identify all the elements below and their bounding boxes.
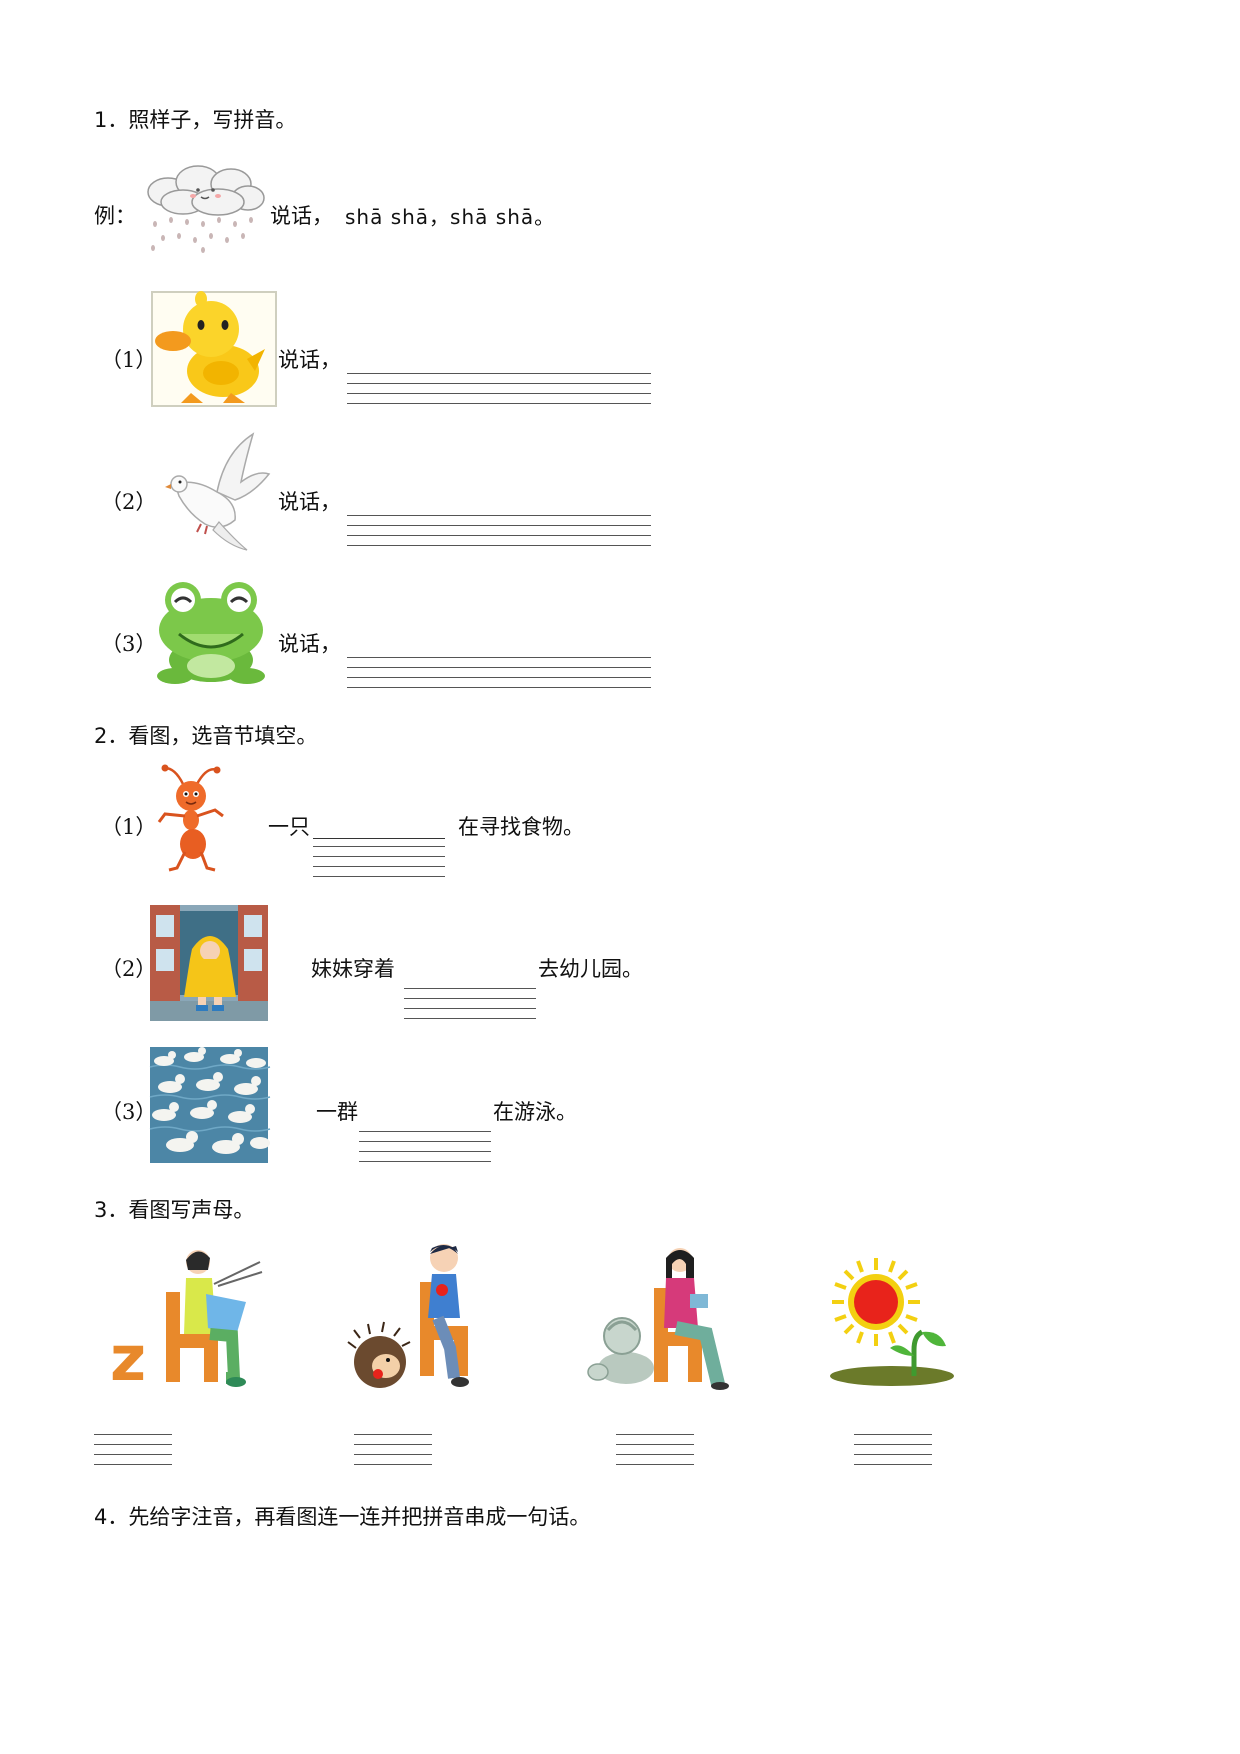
letter-z: z [110, 1322, 146, 1395]
q2-item-1-before: 一只 [268, 815, 310, 839]
q1-example-text: 说话， [270, 204, 333, 228]
ch-hedgehog-boy-image [347, 1244, 469, 1388]
q2-item-2-after: 去幼儿园。 [538, 957, 643, 981]
swimming-ducks-image [149, 1047, 271, 1163]
q1-item-1-number: （1） [101, 348, 157, 372]
dove-image [165, 432, 271, 551]
q1-item-2-text: 说话， [278, 490, 341, 514]
q3-heading: 3．看图写声母。 [94, 1198, 255, 1222]
q2-heading: 2．看图，选音节填空。 [94, 724, 318, 748]
frog-image [157, 582, 265, 684]
q3-item-1-writing-lines[interactable] [94, 1434, 172, 1465]
sh-lion-girl-image [587, 1248, 729, 1390]
q2-item-2-before: 妹妹穿着 [311, 957, 395, 981]
q3-item-2-writing-lines[interactable] [354, 1434, 432, 1465]
girl-raincoat-image [150, 905, 268, 1021]
q1-item-2-writing-lines[interactable] [347, 515, 651, 546]
q2-item-1-answer-blank[interactable] [313, 838, 445, 839]
q1-example-label: 例： [94, 204, 136, 228]
q2-item-3-after: 在游泳。 [493, 1100, 577, 1124]
q1-item-1-writing-lines[interactable] [347, 373, 651, 404]
q1-item-3-text: 说话， [278, 632, 341, 656]
q1-item-2-number: （2） [101, 490, 157, 514]
duck-image [151, 291, 277, 407]
q3-item-3-writing-lines[interactable] [616, 1434, 694, 1465]
ant-image [157, 764, 224, 872]
q1-example-pinyin: shā shā，shā shā。 [345, 205, 556, 229]
q2-item-3-before: 一群 [316, 1100, 358, 1124]
q2-item-2-pinyin-lines[interactable] [404, 988, 536, 1019]
q2-item-1-pinyin-lines[interactable] [313, 846, 445, 877]
q2-item-2-number: （2） [101, 957, 157, 981]
q1-heading: 1．照样子，写拼音。 [94, 108, 297, 132]
zh-knitting-woman-image: z [110, 1250, 263, 1395]
sun-sprout-image [830, 1258, 954, 1386]
rain-cloud-image [147, 165, 265, 253]
q1-item-3-writing-lines[interactable] [347, 657, 651, 688]
q2-item-1-number: （1） [101, 815, 157, 839]
q1-item-1-text: 说话， [278, 348, 341, 372]
q1-item-3-number: （3） [101, 632, 157, 656]
q3-item-4-writing-lines[interactable] [854, 1434, 932, 1465]
q2-item-1-after: 在寻找食物。 [458, 815, 584, 839]
q2-item-3-number: （3） [101, 1100, 157, 1124]
q2-item-3-pinyin-lines[interactable] [359, 1131, 491, 1162]
q4-heading: 4．先给字注音，再看图连一连并把拼音串成一句话。 [94, 1505, 591, 1529]
